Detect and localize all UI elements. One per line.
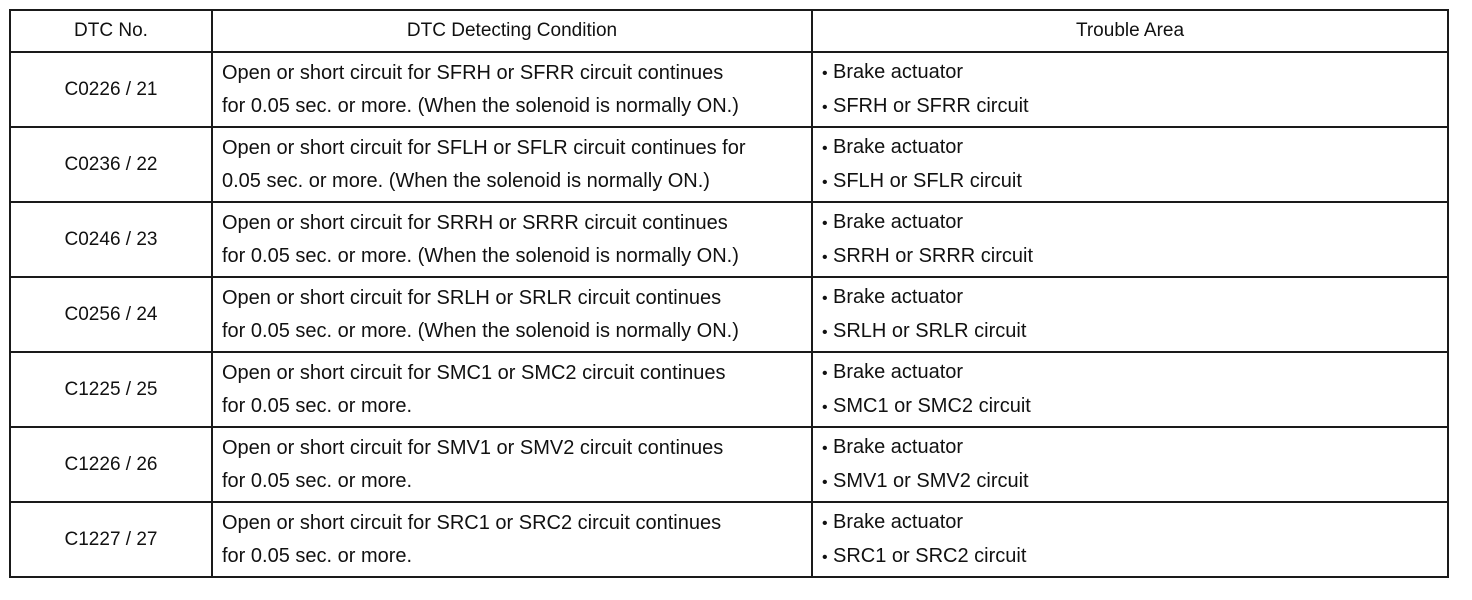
bullet-icon: • (822, 64, 828, 82)
trouble-area-text: SMV1 or SMV2 circuit (833, 469, 1029, 492)
dtc-table: DTC No. DTC Detecting Condition Trouble … (9, 9, 1449, 578)
condition-line: for 0.05 sec. or more. (When the solenoi… (222, 319, 739, 342)
detecting-condition-cell: Open or short circuit for SRLH or SRLR c… (211, 276, 813, 353)
trouble-area-item: • SFRH or SFRR circuit (822, 90, 1447, 124)
table-row: C0256 / 24 Open or short circuit for SRL… (9, 276, 1449, 353)
bullet-icon: • (822, 364, 828, 382)
bullet-icon: • (822, 289, 828, 307)
trouble-area-text: SRLH or SRLR circuit (833, 319, 1027, 342)
detecting-condition-cell: Open or short circuit for SFRH or SFRR c… (211, 51, 813, 128)
header-detecting-condition: DTC Detecting Condition (211, 9, 813, 53)
trouble-area-text: SRC1 or SRC2 circuit (833, 544, 1027, 567)
trouble-area-item: • SMC1 or SMC2 circuit (822, 390, 1447, 424)
bullet-icon: • (822, 473, 828, 491)
table-row: C0246 / 23 Open or short circuit for SRR… (9, 201, 1449, 278)
bullet-icon: • (822, 139, 828, 157)
trouble-area-cell: • Brake actuator • SFRH or SFRR circuit (811, 51, 1449, 128)
header-row: DTC No. DTC Detecting Condition Trouble … (9, 9, 1449, 53)
dtc-number-cell: C0256 / 24 (9, 276, 213, 353)
trouble-area-cell: • Brake actuator • SRC1 or SRC2 circuit (811, 501, 1449, 578)
trouble-area-item: • Brake actuator (822, 206, 1447, 240)
detecting-condition-cell: Open or short circuit for SRC1 or SRC2 c… (211, 501, 813, 578)
dtc-number-cell: C1227 / 27 (9, 501, 213, 578)
trouble-area-cell: • Brake actuator • SRLH or SRLR circuit (811, 276, 1449, 353)
dtc-number-cell: C1225 / 25 (9, 351, 213, 428)
trouble-area-item: • SRLH or SRLR circuit (822, 315, 1447, 349)
bullet-icon: • (822, 439, 828, 457)
trouble-area-cell: • Brake actuator • SRRH or SRRR circuit (811, 201, 1449, 278)
trouble-area-text: Brake actuator (833, 285, 964, 308)
bullet-icon: • (822, 248, 828, 266)
trouble-area-text: Brake actuator (833, 360, 964, 383)
condition-line: Open or short circuit for SRLH or SRLR c… (222, 286, 722, 309)
table-row: C0226 / 21 Open or short circuit for SFR… (9, 51, 1449, 128)
condition-line: 0.05 sec. or more. (When the solenoid is… (222, 169, 710, 192)
trouble-area-text: Brake actuator (833, 510, 964, 533)
trouble-area-text: SFRH or SFRR circuit (833, 94, 1029, 117)
table-row: C1227 / 27 Open or short circuit for SRC… (9, 501, 1449, 578)
trouble-area-text: SMC1 or SMC2 circuit (833, 394, 1031, 417)
condition-line: for 0.05 sec. or more. (222, 469, 413, 492)
condition-line: Open or short circuit for SFRH or SFRR c… (222, 61, 724, 84)
trouble-area-item: • Brake actuator (822, 356, 1447, 390)
trouble-area-item: • SRRH or SRRR circuit (822, 240, 1447, 274)
table-header: DTC No. DTC Detecting Condition Trouble … (9, 9, 1449, 53)
condition-line: for 0.05 sec. or more. (When the solenoi… (222, 244, 739, 267)
dtc-number-cell: C0236 / 22 (9, 126, 213, 203)
trouble-area-cell: • Brake actuator • SMV1 or SMV2 circuit (811, 426, 1449, 503)
trouble-area-text: Brake actuator (833, 435, 964, 458)
dtc-number-cell: C1226 / 26 (9, 426, 213, 503)
bullet-icon: • (822, 98, 828, 116)
detecting-condition-cell: Open or short circuit for SRRH or SRRR c… (211, 201, 813, 278)
bullet-icon: • (822, 173, 828, 191)
bullet-icon: • (822, 514, 828, 532)
trouble-area-item: • Brake actuator (822, 56, 1447, 90)
header-trouble-area: Trouble Area (811, 9, 1449, 53)
trouble-area-item: • Brake actuator (822, 281, 1447, 315)
trouble-area-item: • Brake actuator (822, 431, 1447, 465)
condition-line: Open or short circuit for SFLH or SFLR c… (222, 136, 746, 159)
detecting-condition-cell: Open or short circuit for SMV1 or SMV2 c… (211, 426, 813, 503)
trouble-area-item: • SRC1 or SRC2 circuit (822, 540, 1447, 574)
trouble-area-item: • SFLH or SFLR circuit (822, 165, 1447, 199)
trouble-area-item: • SMV1 or SMV2 circuit (822, 465, 1447, 499)
table-row: C1225 / 25 Open or short circuit for SMC… (9, 351, 1449, 428)
bullet-icon: • (822, 323, 828, 341)
table-row: C0236 / 22 Open or short circuit for SFL… (9, 126, 1449, 203)
table-body: C0226 / 21 Open or short circuit for SFR… (9, 51, 1449, 578)
trouble-area-item: • Brake actuator (822, 131, 1447, 165)
trouble-area-text: Brake actuator (833, 60, 964, 83)
trouble-area-cell: • Brake actuator • SMC1 or SMC2 circuit (811, 351, 1449, 428)
trouble-area-text: SRRH or SRRR circuit (833, 244, 1034, 267)
table-row: C1226 / 26 Open or short circuit for SMV… (9, 426, 1449, 503)
trouble-area-text: SFLH or SFLR circuit (833, 169, 1022, 192)
condition-line: for 0.05 sec. or more. (222, 544, 413, 567)
header-dtc-no: DTC No. (9, 9, 213, 53)
detecting-condition-cell: Open or short circuit for SMC1 or SMC2 c… (211, 351, 813, 428)
trouble-area-cell: • Brake actuator • SFLH or SFLR circuit (811, 126, 1449, 203)
condition-line: for 0.05 sec. or more. (When the solenoi… (222, 94, 739, 117)
condition-line: Open or short circuit for SRC1 or SRC2 c… (222, 511, 722, 534)
condition-line: for 0.05 sec. or more. (222, 394, 413, 417)
trouble-area-text: Brake actuator (833, 210, 964, 233)
bullet-icon: • (822, 548, 828, 566)
condition-line: Open or short circuit for SMV1 or SMV2 c… (222, 436, 724, 459)
trouble-area-item: • Brake actuator (822, 506, 1447, 540)
trouble-area-text: Brake actuator (833, 135, 964, 158)
detecting-condition-cell: Open or short circuit for SFLH or SFLR c… (211, 126, 813, 203)
dtc-number-cell: C0246 / 23 (9, 201, 213, 278)
bullet-icon: • (822, 398, 828, 416)
dtc-number-cell: C0226 / 21 (9, 51, 213, 128)
bullet-icon: • (822, 214, 828, 232)
condition-line: Open or short circuit for SMC1 or SMC2 c… (222, 361, 726, 384)
condition-line: Open or short circuit for SRRH or SRRR c… (222, 211, 728, 234)
